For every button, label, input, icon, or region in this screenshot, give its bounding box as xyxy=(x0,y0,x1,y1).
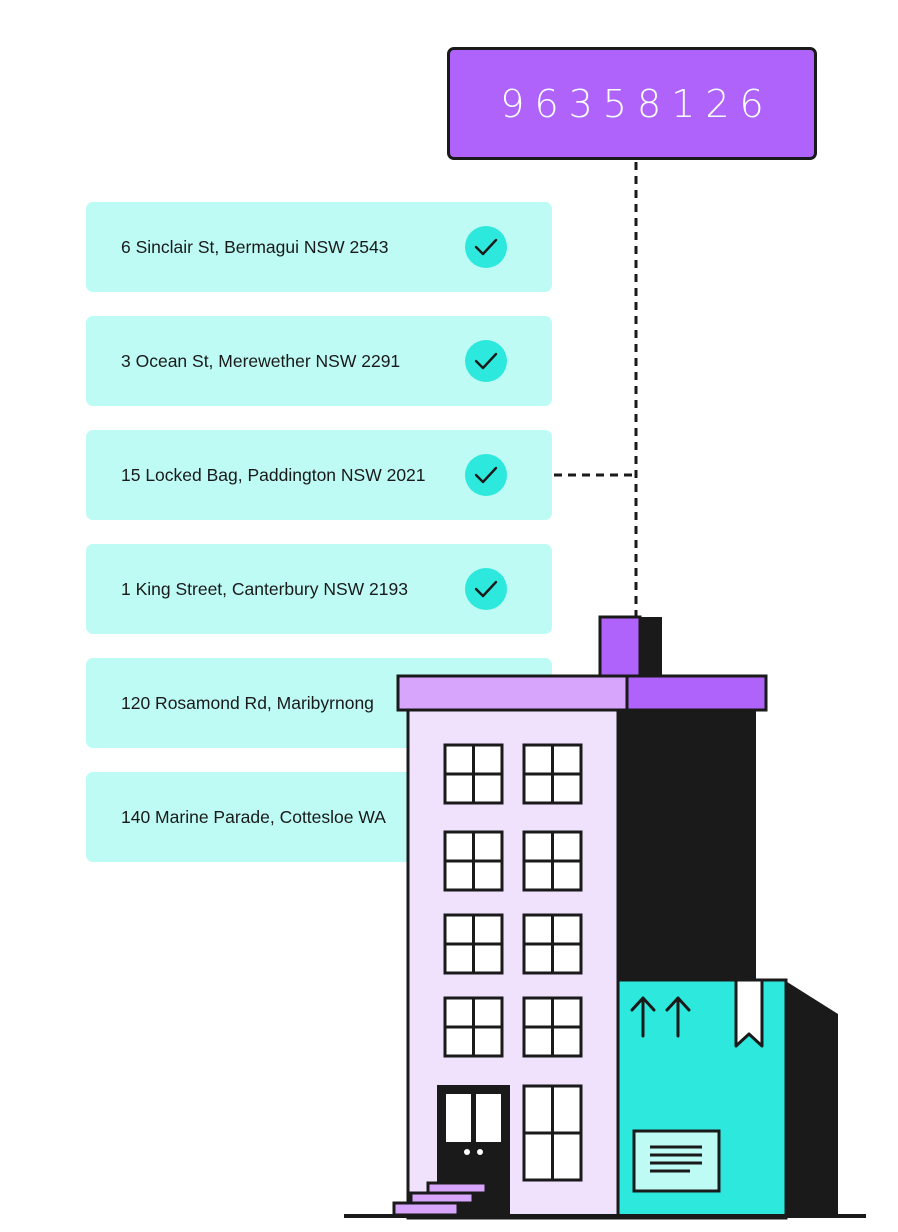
check-icon xyxy=(465,226,507,268)
address-card-3: 15 Locked Bag, Paddington NSW 2021 xyxy=(86,430,552,520)
parcel-box-side xyxy=(784,980,838,1218)
address-label: 15 Locked Bag, Paddington NSW 2021 xyxy=(121,465,426,485)
parcel-tape xyxy=(734,978,764,1048)
address-label: 3 Ocean St, Merewether NSW 2291 xyxy=(121,351,401,371)
address-label: 140 Marine Parade, Cottesloe WA xyxy=(121,807,386,827)
address-label: 120 Rosamond Rd, Maribyrnong xyxy=(121,693,374,713)
windows xyxy=(443,743,583,1182)
window xyxy=(443,830,504,892)
address-card-4: 1 King Street, Canterbury NSW 2193 xyxy=(86,544,552,634)
this-way-up-icon xyxy=(630,996,691,1038)
window xyxy=(443,743,504,805)
tracking-number-box: 96358126 xyxy=(447,47,817,160)
window xyxy=(522,913,583,975)
window xyxy=(522,996,583,1058)
shipping-label-icon xyxy=(632,1129,721,1193)
address-card-1: 6 Sinclair St, Bermagui NSW 2543 xyxy=(86,202,552,292)
window xyxy=(443,996,504,1058)
tall-window xyxy=(522,1084,583,1182)
tracking-number: 96358126 xyxy=(500,81,774,126)
check-icon xyxy=(465,340,507,382)
window xyxy=(443,913,504,975)
check-icon xyxy=(465,568,507,610)
window xyxy=(522,830,583,892)
window xyxy=(522,743,583,805)
check-icon xyxy=(465,454,507,496)
address-card-2: 3 Ocean St, Merewether NSW 2291 xyxy=(86,316,552,406)
address-label: 1 King Street, Canterbury NSW 2193 xyxy=(121,579,408,599)
address-label: 6 Sinclair St, Bermagui NSW 2543 xyxy=(121,237,389,257)
